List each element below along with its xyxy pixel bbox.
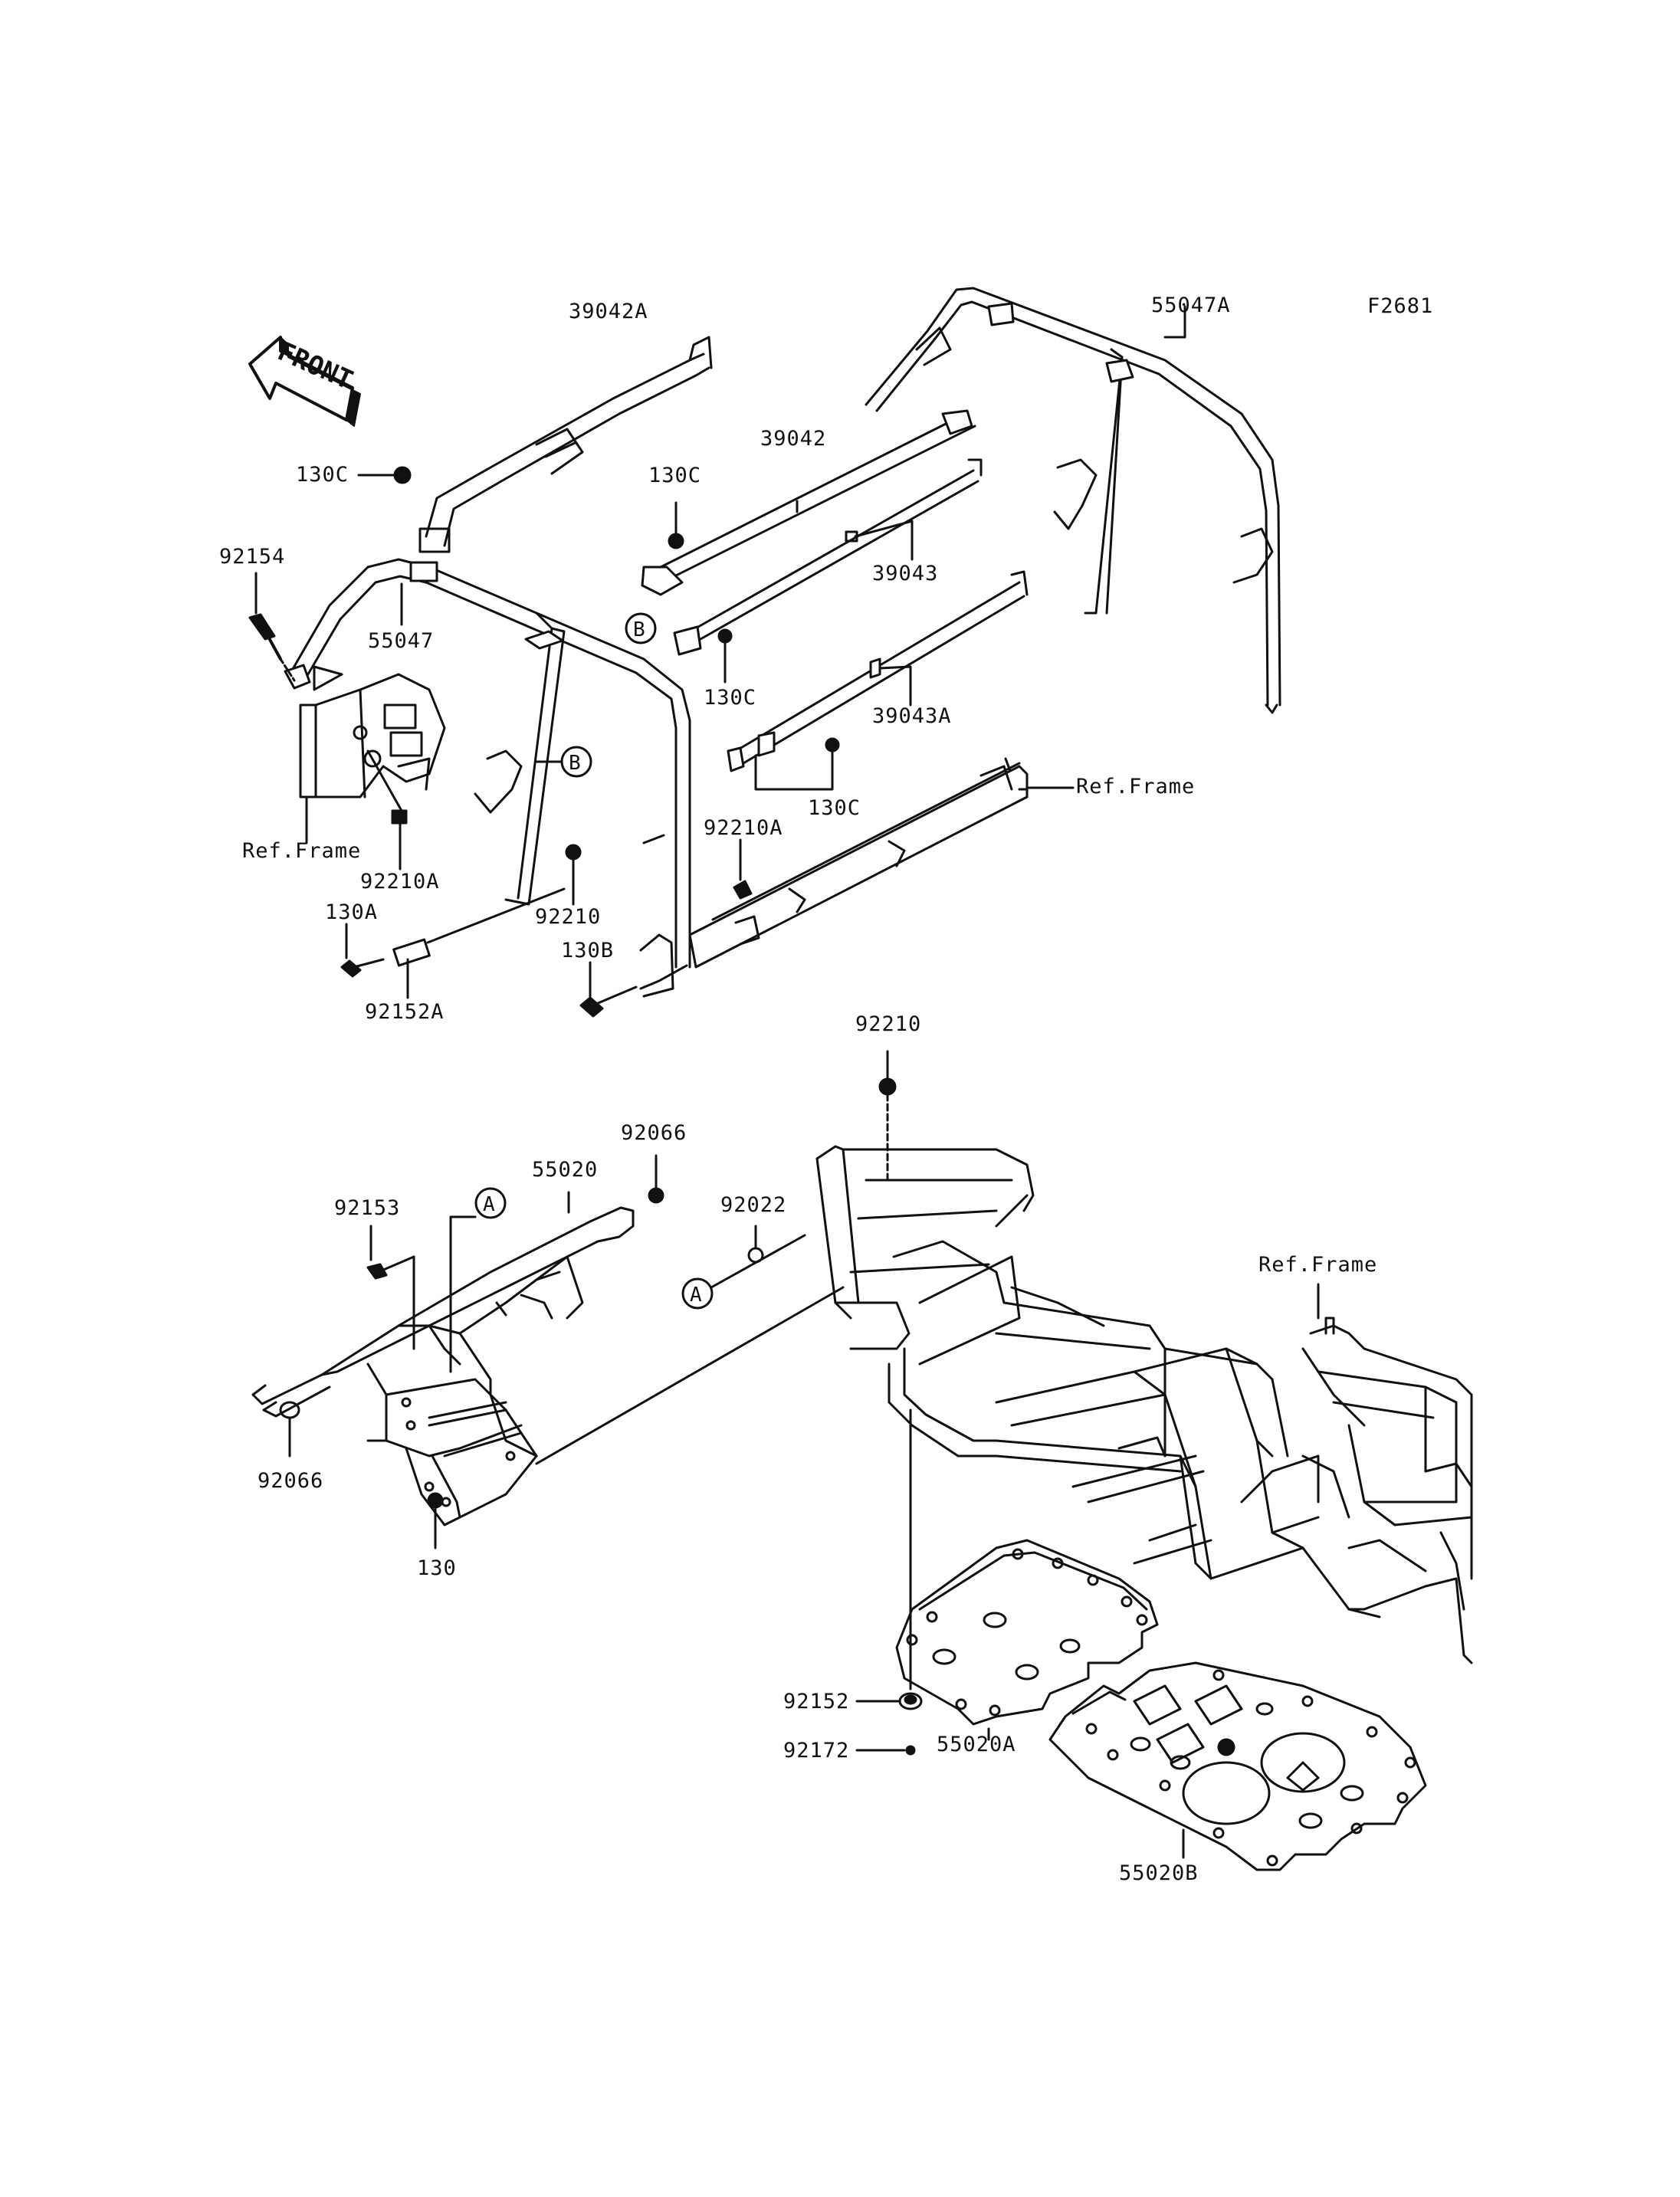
label-92210A-1: 92210A [360, 870, 440, 894]
label-92066-2: 92066 [258, 1469, 324, 1493]
collar-92152A-icon [392, 938, 431, 967]
label-39042A: 39042A [569, 300, 648, 323]
bolt-130A-icon [340, 958, 385, 978]
label-55020: 55020 [532, 1158, 599, 1182]
label-92210A-2: 92210A [704, 816, 783, 840]
cap-92066-1-icon [648, 1187, 664, 1204]
leader-55047A [1163, 305, 1186, 339]
ref-frame-main-chassis [815, 1145, 1473, 1664]
bolt-92154-icon [248, 613, 296, 682]
leader-39043A [878, 665, 912, 707]
label-92066-1: 92066 [621, 1121, 687, 1145]
leader-marker-a-1 [449, 1215, 477, 1373]
pin-92172-icon [905, 1745, 916, 1756]
label-92152A: 92152A [365, 1000, 445, 1024]
label-ref-frame-1: Ref.Frame [242, 839, 362, 863]
grommet-92152-center [904, 1694, 917, 1705]
nut-92210-1-icon [565, 844, 582, 861]
marker-b-1-text: B [633, 618, 645, 641]
bolt-130C-3-icon [717, 628, 733, 644]
label-ref-frame-3: Ref.Frame [1258, 1253, 1378, 1277]
cap-92066-2-icon [279, 1401, 300, 1419]
label-130C-3: 130C [704, 686, 757, 710]
part-55020A [895, 1539, 1159, 1726]
label-130C-2: 130C [648, 464, 702, 487]
marker-a-1-text: A [483, 1193, 495, 1216]
label-130B: 130B [561, 939, 615, 962]
nut-92210A-2-icon [733, 880, 753, 900]
leader-130C-4 [754, 751, 834, 791]
figure-code: F2681 [1367, 294, 1434, 318]
ref-frame-left-bracket [299, 665, 446, 844]
leader-39043 [854, 520, 914, 561]
label-55020A: 55020A [937, 1733, 1016, 1756]
marker-b-2-text: B [569, 752, 581, 775]
part-39042 [641, 409, 976, 596]
nut-92210A-1-icon [391, 809, 408, 825]
label-55020B: 55020B [1119, 1861, 1199, 1885]
part-39043 [673, 458, 983, 656]
part-55047A [865, 287, 1281, 714]
label-130C-1: 130C [296, 463, 349, 487]
marker-a-1-icon [474, 1187, 507, 1219]
part-39042A [418, 336, 713, 553]
label-55047: 55047 [368, 629, 435, 653]
label-92210-2: 92210 [855, 1012, 922, 1036]
label-39043A: 39043A [872, 704, 952, 728]
label-92153: 92153 [334, 1196, 401, 1220]
ref-frame-right-rail [688, 757, 1029, 969]
part-55047 [284, 558, 691, 998]
bolt-130C-2-icon [668, 533, 684, 549]
bolt-130C-4-icon [825, 737, 840, 753]
leader-55020-ref [535, 1286, 845, 1465]
bolt-130B-icon [579, 985, 638, 1018]
leader-collar-line [426, 887, 566, 944]
label-92152: 92152 [783, 1690, 850, 1713]
part-55020 [251, 1206, 635, 1526]
part-55020B [1048, 1661, 1427, 1871]
front-arrow-icon: FRONT [248, 336, 361, 427]
label-92210-1: 92210 [535, 905, 602, 929]
bolt-130-icon [427, 1492, 444, 1509]
label-55047A: 55047A [1151, 293, 1231, 317]
marker-a-2-icon [681, 1277, 714, 1310]
label-ref-frame-2: Ref.Frame [1076, 775, 1196, 798]
bolt-92153-icon [366, 1255, 415, 1280]
label-39042: 39042 [760, 427, 827, 451]
label-130: 130 [417, 1556, 457, 1580]
nut-92210-2-icon [878, 1077, 897, 1096]
leader-92210A-1-dash [366, 749, 403, 812]
label-39043: 39043 [872, 562, 939, 585]
label-130C-4: 130C [808, 796, 861, 820]
label-92172: 92172 [783, 1739, 850, 1763]
bolt-130C-1-icon [393, 466, 412, 484]
part-39043A [727, 570, 1029, 772]
marker-a-2-text: A [690, 1284, 702, 1307]
marker-b-1-icon [625, 612, 657, 644]
label-92154: 92154 [219, 545, 286, 569]
label-130A: 130A [325, 900, 379, 924]
washer-92022-icon [747, 1247, 764, 1264]
label-92022: 92022 [720, 1193, 787, 1217]
